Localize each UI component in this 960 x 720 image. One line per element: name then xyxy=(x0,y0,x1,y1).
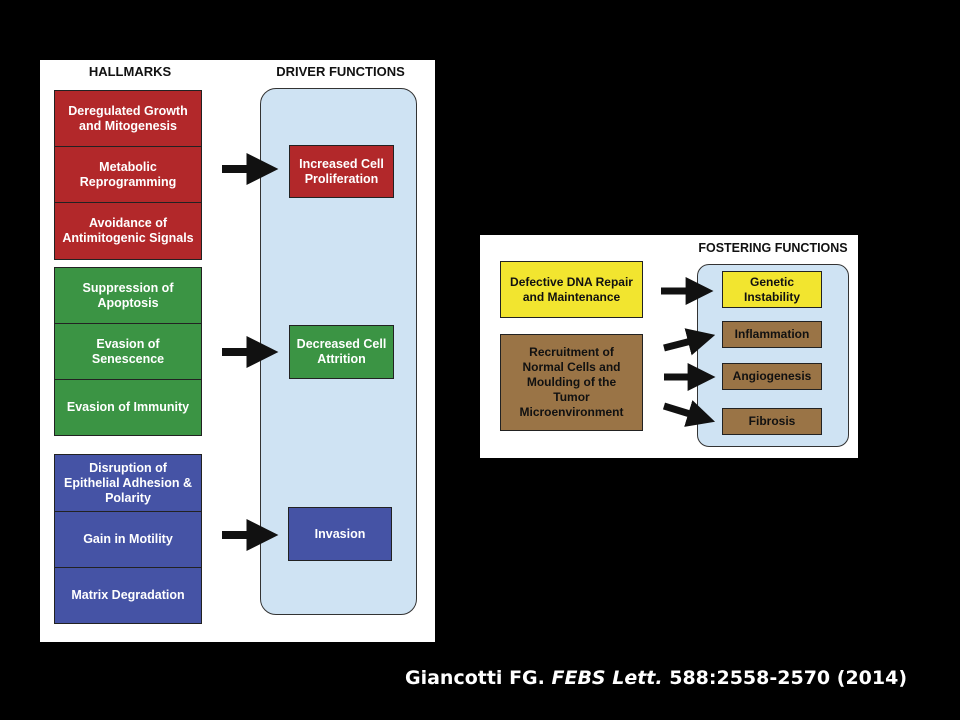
hallmark-box: Metabolic Reprogramming xyxy=(54,146,202,203)
hallmark-box: Suppression of Apoptosis xyxy=(54,267,202,324)
arrow-right-icon xyxy=(662,400,716,427)
function-box-angiogenesis: Angiogenesis xyxy=(722,363,822,390)
driver-box-attrition: Decreased Cell Attrition xyxy=(289,325,394,379)
function-box-fibrosis: Fibrosis xyxy=(722,408,822,435)
source-box-recruitment: Recruitment of Normal Cells and Moulding… xyxy=(500,334,643,431)
hallmark-box: Evasion of Immunity xyxy=(54,379,202,436)
hallmark-box: Disruption of Epithelial Adhesion & Pola… xyxy=(54,454,202,512)
source-box-dna-repair: Defective DNA Repair and Maintenance xyxy=(500,261,643,318)
function-box-genetic-instability: Genetic Instability xyxy=(722,271,822,308)
hallmark-box: Evasion of Senescence xyxy=(54,323,202,380)
hallmark-box: Matrix Degradation xyxy=(54,567,202,624)
fostering-functions-header: FOSTERING FUNCTIONS xyxy=(698,241,848,255)
function-box-inflammation: Inflammation xyxy=(722,321,822,348)
citation-authors: Giancotti FG. xyxy=(405,667,545,689)
driver-box-invasion: Invasion xyxy=(288,507,392,561)
hallmark-box: Deregulated Growth and Mitogenesis xyxy=(54,90,202,147)
hallmark-box: Avoidance of Antimitogenic Signals xyxy=(54,202,202,260)
citation-ref: 588:2558-2570 (2014) xyxy=(669,667,908,689)
driver-functions-header: DRIVER FUNCTIONS xyxy=(276,64,405,79)
arrow-right-icon xyxy=(663,328,716,356)
citation: Giancotti FG. FEBS Lett. 588:2558-2570 (… xyxy=(405,667,907,689)
hallmarks-header: HALLMARKS xyxy=(88,64,172,79)
driver-box-proliferation: Increased Cell Proliferation xyxy=(289,145,394,198)
citation-journal: FEBS Lett. xyxy=(551,667,663,689)
